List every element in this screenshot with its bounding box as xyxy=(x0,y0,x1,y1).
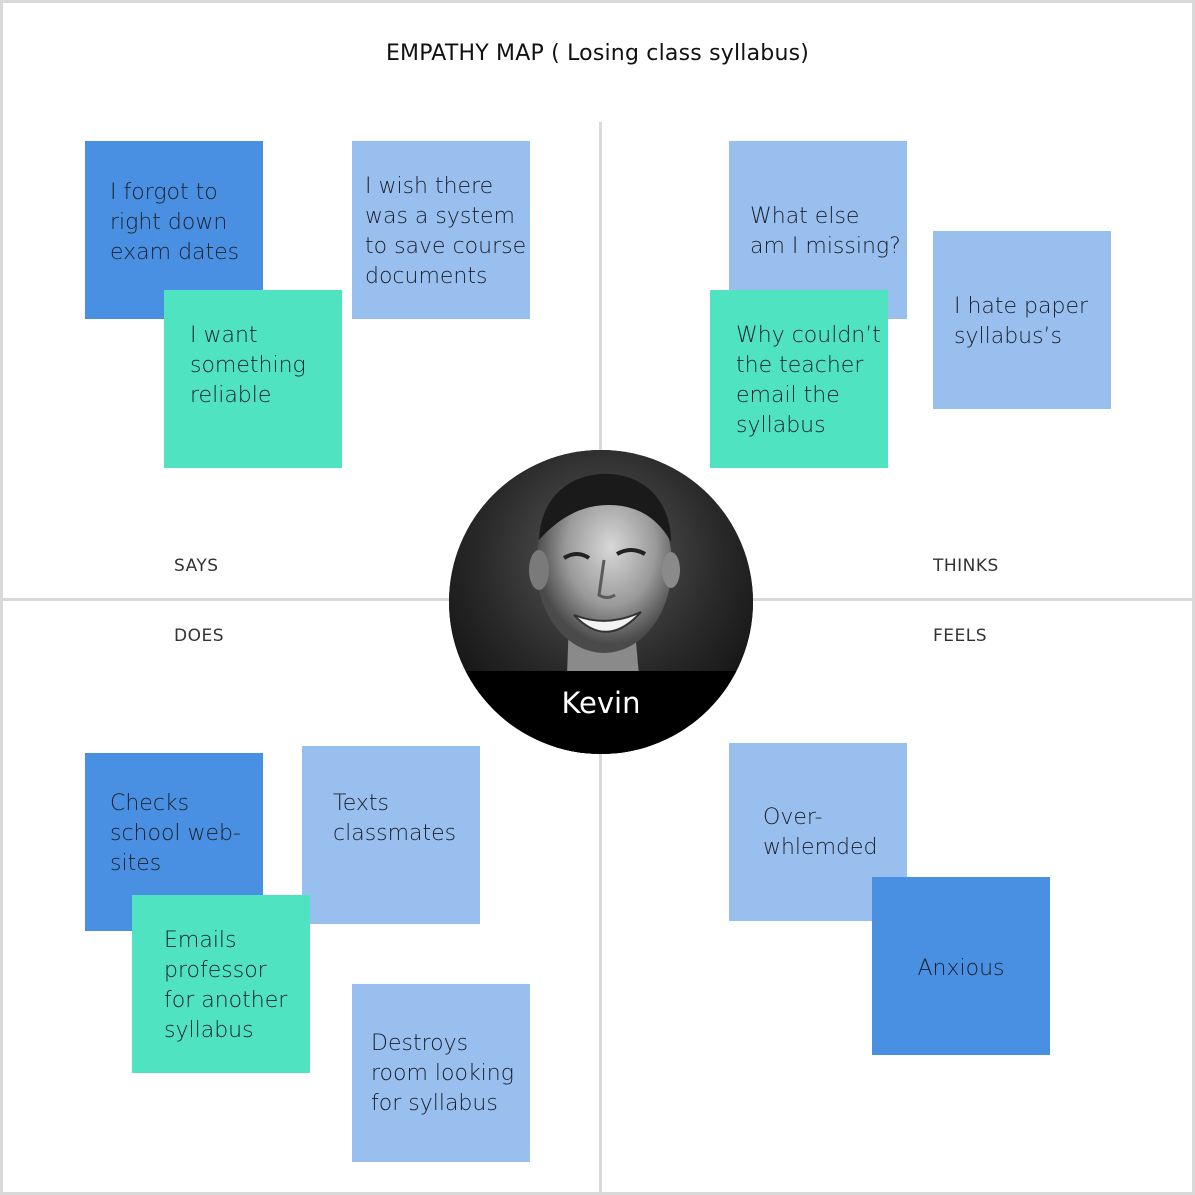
note-line: Emails xyxy=(164,928,237,953)
sticky-note-does-4[interactable]: Destroys room looking for syllabus xyxy=(352,984,530,1162)
sticky-note-says-1[interactable]: I forgot to right down exam dates xyxy=(85,141,263,319)
note-line: syllabus xyxy=(736,413,826,438)
note-line: I forgot to xyxy=(110,180,218,205)
note-line: whlemded xyxy=(763,835,878,860)
note-line: professor xyxy=(164,958,267,983)
note-line: something xyxy=(190,353,306,378)
quadrant-label-says: SAYS xyxy=(174,556,219,576)
note-line: I wish there xyxy=(365,174,494,199)
note-line: school web- xyxy=(110,821,241,846)
note-line: Checks xyxy=(110,791,190,816)
note-line: for another xyxy=(164,988,288,1013)
note-line: email the xyxy=(736,383,840,408)
note-line: the teacher xyxy=(736,353,864,378)
persona-name-band xyxy=(449,671,753,754)
note-line: Destroys xyxy=(371,1031,469,1056)
note-line: am I missing? xyxy=(750,234,901,259)
note-line: was a system xyxy=(365,204,515,229)
sticky-note-thinks-3[interactable]: Why couldn’t the teacher email the sylla… xyxy=(710,290,888,468)
sticky-note-says-2[interactable]: I wish there was a system to save course… xyxy=(352,141,530,319)
note-line: classmates xyxy=(333,821,457,846)
note-line: documents xyxy=(365,264,488,289)
note-line: right down xyxy=(110,210,228,235)
sticky-note-thinks-2[interactable]: I hate paper syllabus’s xyxy=(933,231,1111,409)
note-line: reliable xyxy=(190,383,272,408)
note-line: room looking xyxy=(371,1061,514,1086)
quadrant-label-does: DOES xyxy=(174,626,225,646)
sticky-note-feels-2[interactable]: Anxious xyxy=(872,877,1050,1055)
sticky-note-thinks-1[interactable]: What else am I missing? xyxy=(729,141,907,319)
quadrant-label-thinks: THINKS xyxy=(933,556,999,576)
sticky-note-says-3[interactable]: I want something reliable xyxy=(164,290,342,468)
note-line: I want xyxy=(190,323,258,348)
note-line: for syllabus xyxy=(371,1091,498,1116)
quadrant-label-feels: FEELS xyxy=(933,626,988,646)
note-line: Why couldn’t xyxy=(736,323,881,348)
sticky-note-does-2[interactable]: Texts classmates xyxy=(302,746,480,924)
persona-name: Kevin xyxy=(561,686,641,720)
sticky-note-does-3[interactable]: Emails professor for another syllabus xyxy=(132,895,310,1073)
note-line: Texts xyxy=(333,791,389,816)
note-line: What else xyxy=(750,204,860,229)
note-line: to save course xyxy=(365,234,527,259)
note-line: syllabus xyxy=(164,1018,254,1043)
persona-avatar: Kevin xyxy=(449,450,753,754)
note-line: I hate paper xyxy=(954,294,1089,319)
note-line: sites xyxy=(110,851,162,876)
note-line: exam dates xyxy=(110,240,240,265)
map-title: EMPATHY MAP ( Losing class syllabus) xyxy=(385,41,810,66)
note-line: syllabus’s xyxy=(954,324,1063,349)
note-line: Over- xyxy=(763,805,823,830)
note-line: Anxious xyxy=(917,956,1005,981)
